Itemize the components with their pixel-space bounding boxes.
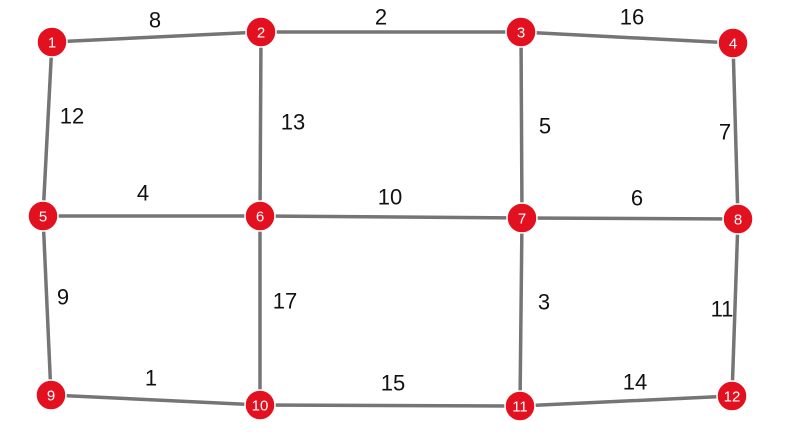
node-label-9: 9 bbox=[47, 388, 55, 405]
edge-weight-5-6: 4 bbox=[137, 181, 149, 206]
edge-weight-8-12: 11 bbox=[711, 297, 734, 322]
node-6: 6 bbox=[244, 200, 276, 232]
node-label-4: 4 bbox=[729, 36, 737, 53]
node-label-2: 2 bbox=[257, 25, 265, 42]
edge-7-8 bbox=[520, 216, 740, 221]
edge-weight-2-6: 13 bbox=[281, 110, 305, 135]
edge-weight-11-12: 14 bbox=[623, 370, 647, 395]
edge-1-5 bbox=[41, 40, 54, 218]
edge-weight-9-10: 1 bbox=[145, 366, 157, 391]
edge-weight-4-8: 7 bbox=[719, 120, 731, 145]
node-5: 5 bbox=[27, 200, 59, 232]
edge-7-11 bbox=[518, 216, 524, 408]
node-circle-8 bbox=[722, 203, 754, 235]
node-circle-2 bbox=[245, 16, 277, 48]
edge-weight-1-2: 8 bbox=[149, 8, 161, 33]
node-10: 10 bbox=[244, 389, 276, 421]
node-circle-3 bbox=[505, 16, 537, 48]
node-circle-10 bbox=[244, 389, 276, 421]
edge-9-10 bbox=[49, 393, 262, 407]
node-label-10: 10 bbox=[252, 398, 269, 415]
node-circle-1 bbox=[36, 26, 68, 58]
node-8: 8 bbox=[722, 203, 754, 235]
edge-4-8 bbox=[731, 41, 740, 221]
node-label-11: 11 bbox=[512, 399, 528, 416]
node-label-1: 1 bbox=[48, 35, 56, 52]
node-circle-9 bbox=[35, 379, 67, 411]
node-11: 11 bbox=[504, 390, 536, 422]
edge-weight-7-8: 6 bbox=[631, 186, 643, 211]
node-circle-5 bbox=[27, 200, 59, 232]
edge-3-7 bbox=[519, 30, 524, 220]
edge-5-9 bbox=[41, 214, 53, 397]
node-circle-6 bbox=[244, 200, 276, 232]
edge-weight-3-7: 5 bbox=[539, 114, 551, 139]
node-3: 3 bbox=[505, 16, 537, 48]
edge-6-7 bbox=[258, 214, 524, 220]
edge-weight-5-9: 9 bbox=[57, 285, 69, 310]
node-circle-12 bbox=[716, 380, 748, 412]
edge-weight-6-10: 17 bbox=[273, 289, 297, 314]
edge-weight-1-5: 12 bbox=[60, 104, 84, 129]
node-4: 4 bbox=[717, 27, 749, 59]
node-circle-7 bbox=[506, 202, 538, 234]
edge-weight-3-4: 16 bbox=[620, 5, 644, 30]
node-7: 7 bbox=[506, 202, 538, 234]
edge-10-11 bbox=[258, 403, 522, 408]
edge-weight-7-11: 3 bbox=[538, 290, 550, 315]
node-label-8: 8 bbox=[734, 212, 742, 229]
edge-weight-2-3: 2 bbox=[375, 5, 387, 30]
edge-8-12 bbox=[730, 217, 740, 398]
node-9: 9 bbox=[35, 379, 67, 411]
node-2: 2 bbox=[245, 16, 277, 48]
node-circle-11 bbox=[504, 390, 536, 422]
edges-layer bbox=[41, 30, 740, 408]
node-label-12: 12 bbox=[724, 389, 741, 406]
edge-1-2 bbox=[50, 30, 263, 44]
node-label-3: 3 bbox=[517, 25, 525, 42]
edge-weight-6-7: 10 bbox=[378, 185, 402, 210]
node-1: 1 bbox=[36, 26, 68, 58]
node-circle-4 bbox=[717, 27, 749, 59]
node-12: 12 bbox=[716, 380, 748, 412]
edge-3-4 bbox=[519, 30, 735, 45]
node-label-7: 7 bbox=[518, 211, 526, 228]
edge-weight-10-11: 15 bbox=[381, 371, 405, 396]
edge-11-12 bbox=[518, 394, 734, 408]
node-label-6: 6 bbox=[256, 209, 264, 226]
edge-2-6 bbox=[258, 30, 263, 218]
node-label-5: 5 bbox=[39, 209, 47, 226]
